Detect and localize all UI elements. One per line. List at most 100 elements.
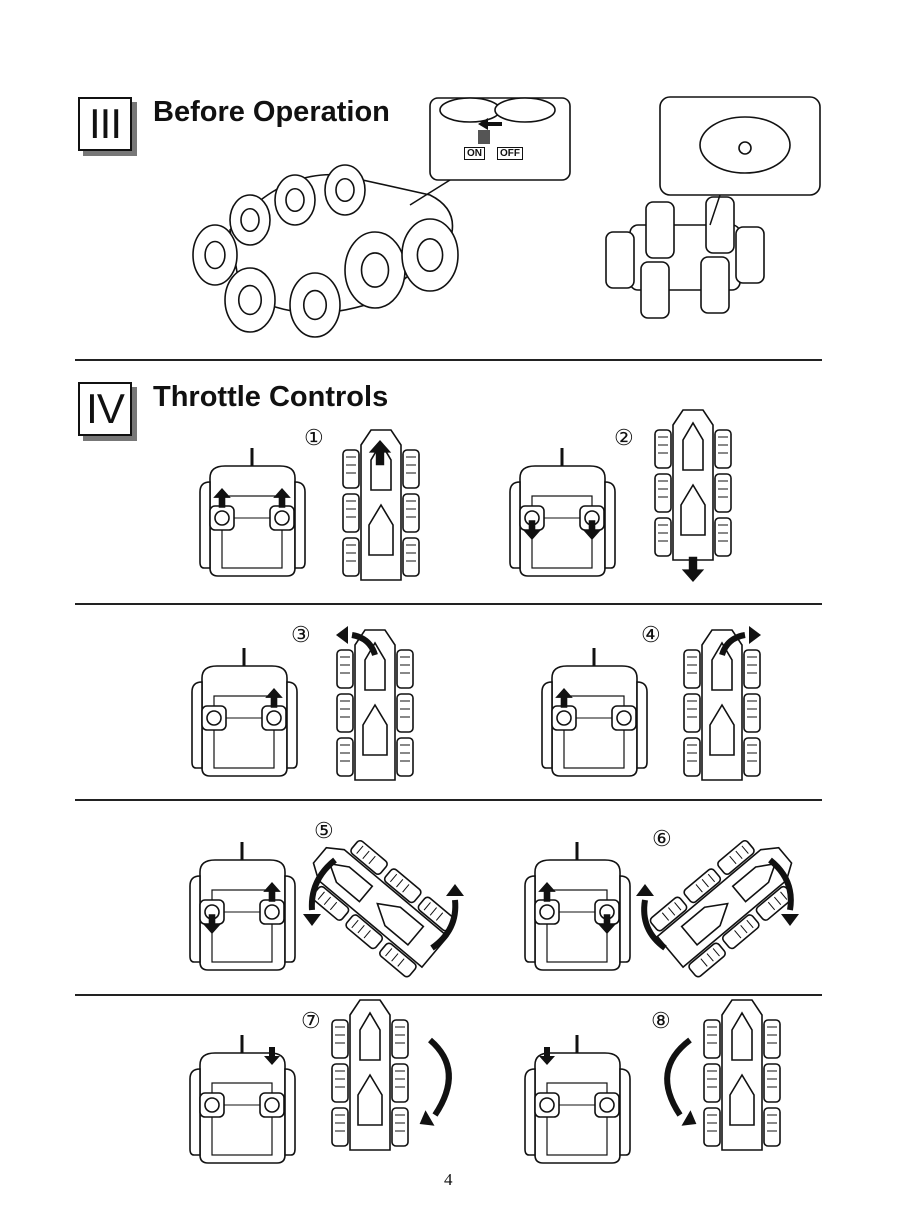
wheel — [735, 226, 765, 284]
stunt-car — [336, 629, 414, 781]
tread — [395, 1026, 405, 1044]
spin-arrow — [641, 899, 667, 951]
tread — [658, 524, 668, 542]
tread — [687, 656, 697, 674]
car-cockpit — [680, 421, 706, 536]
section-numeral-box: IV — [78, 382, 132, 436]
tread — [700, 948, 720, 967]
arrow-head-icon — [446, 884, 464, 896]
button-press-arrow-icon — [264, 1047, 280, 1065]
tread — [767, 1070, 777, 1088]
wheel — [331, 1019, 349, 1059]
hub — [240, 207, 260, 233]
joystick — [616, 710, 632, 726]
step-number: ② — [614, 425, 634, 450]
car-cockpit — [368, 441, 394, 556]
joystick — [204, 1097, 220, 1113]
tread — [351, 919, 371, 939]
tread — [707, 1026, 717, 1044]
wheel — [640, 261, 670, 319]
tread — [767, 891, 788, 911]
spin-arrow — [768, 857, 794, 911]
tread — [356, 845, 376, 865]
joystick — [264, 1097, 280, 1113]
section-title-throttle-controls: Throttle Controls — [153, 381, 389, 413]
tread — [406, 456, 416, 474]
wheel — [714, 517, 732, 557]
remote-grip — [509, 481, 616, 569]
wheel — [402, 493, 420, 533]
wheel — [336, 649, 354, 689]
hub — [285, 187, 305, 213]
tread — [317, 891, 338, 911]
tread — [718, 524, 728, 542]
tread — [335, 1114, 345, 1132]
remote-grip — [189, 1068, 296, 1156]
tread — [400, 656, 410, 674]
wheel — [763, 1107, 781, 1147]
remote-controller — [524, 842, 631, 971]
remote-grip — [199, 481, 306, 569]
arrow-head-icon — [419, 1110, 435, 1126]
stunt-car — [683, 629, 761, 781]
wheel — [342, 449, 360, 489]
divider — [75, 799, 822, 801]
wheel — [743, 737, 761, 777]
arrow-head-icon — [781, 914, 799, 926]
remote-controller — [524, 1035, 631, 1164]
arrow-head-icon — [446, 884, 464, 896]
page-number: 4 — [444, 1170, 453, 1189]
stunt-car — [654, 409, 732, 561]
tread — [340, 656, 350, 674]
tread — [346, 456, 356, 474]
switch-off-label: OFF — [497, 147, 523, 160]
hub — [204, 240, 226, 270]
step-number: ⑦ — [301, 1008, 321, 1033]
wheel — [743, 693, 761, 733]
inset-detail — [439, 97, 501, 123]
remote-grip — [524, 875, 631, 963]
tread — [687, 700, 697, 718]
tread — [695, 873, 716, 893]
inset-detail — [494, 97, 556, 123]
stunt-car — [311, 839, 456, 978]
wheel — [654, 473, 672, 513]
callout-line — [409, 179, 451, 206]
wheel — [605, 231, 635, 289]
arrow-head-icon — [303, 914, 321, 926]
wheel — [402, 537, 420, 577]
divider — [75, 603, 822, 605]
wheel — [396, 649, 414, 689]
remote-controller — [189, 842, 296, 971]
tread — [747, 656, 757, 674]
step-number: ⑥ — [652, 826, 672, 851]
stick-down-arrow-icon — [203, 914, 221, 934]
car-cockpit — [709, 641, 735, 756]
wheel — [331, 1107, 349, 1147]
arrow-head-icon — [303, 914, 321, 926]
wheel — [714, 429, 732, 469]
arrow-head-icon — [749, 626, 761, 644]
wheel — [331, 1063, 349, 1103]
joystick — [266, 710, 282, 726]
wheel — [336, 737, 354, 777]
tread — [767, 1026, 777, 1044]
step-number: ③ — [291, 622, 311, 647]
joystick — [264, 904, 280, 920]
stick-up-arrow-icon — [265, 688, 283, 708]
tread — [395, 1114, 405, 1132]
flip-backward-arrow — [664, 1037, 692, 1117]
stick-up-arrow-icon — [263, 882, 281, 902]
arrow-head-icon — [419, 1110, 435, 1126]
stunt-car — [331, 999, 409, 1151]
hub — [416, 238, 444, 273]
arrow-head-icon — [749, 626, 761, 644]
arrow-head-icon — [636, 884, 654, 896]
tread — [389, 873, 410, 893]
tread — [346, 500, 356, 518]
wheel — [645, 201, 675, 259]
remote-grip — [524, 1068, 631, 1156]
joystick — [539, 1097, 555, 1113]
wheel — [391, 1063, 409, 1103]
wheel — [396, 693, 414, 733]
